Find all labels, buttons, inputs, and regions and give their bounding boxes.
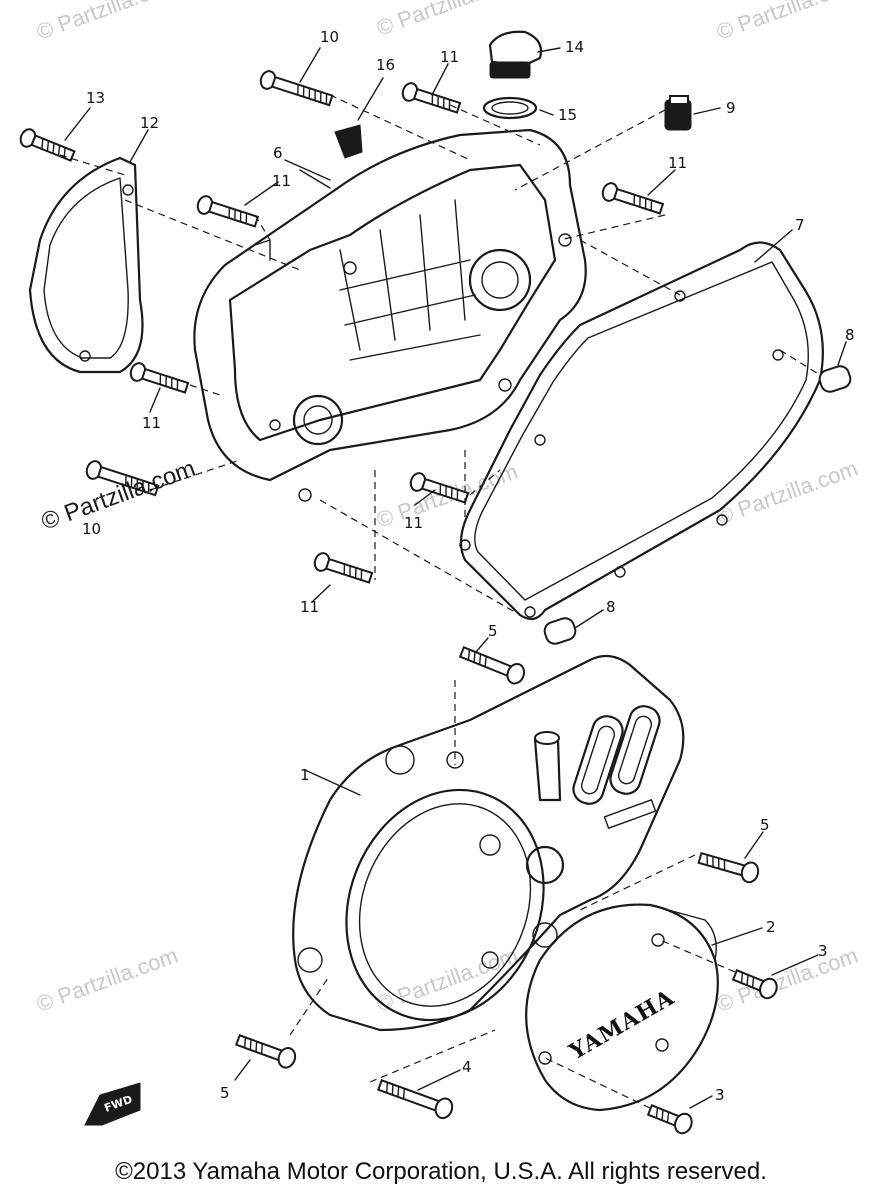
callout-label: 5: [488, 622, 498, 640]
callout-label: 11: [440, 48, 459, 66]
watermark-dark: © Partzilla.com: [38, 455, 199, 536]
callout-labels: 10 16 11 14 15 9 13 12 6 11 11 7 8 11 10…: [82, 28, 855, 1104]
part-5-bolt[interactable]: [235, 1031, 298, 1070]
part-4-bolt[interactable]: [377, 1076, 455, 1121]
callout-label: 16: [376, 56, 395, 74]
part-13-bolt[interactable]: [18, 127, 76, 164]
callout-label: 6: [273, 144, 283, 162]
part-3-bolt[interactable]: [731, 966, 779, 1001]
callout-label: 12: [140, 114, 159, 132]
part-2-generator-cover[interactable]: YAMAHA: [525, 903, 719, 1112]
watermark: © Partzilla.com: [33, 0, 181, 45]
callout-label: 5: [220, 1084, 230, 1102]
part-11-bolt[interactable]: [313, 551, 374, 586]
part-14-filler-cap[interactable]: [488, 30, 543, 79]
callout-label: 8: [845, 326, 855, 344]
callout-label: 8: [606, 598, 616, 616]
part-11-bolt[interactable]: [409, 471, 470, 506]
leader-lines: [64, 47, 847, 1109]
callout-label: 11: [668, 154, 687, 172]
part-11-bolt[interactable]: [401, 81, 462, 116]
callout-label: 15: [558, 106, 577, 124]
callout-label: 11: [142, 414, 161, 432]
callout-label: 4: [462, 1058, 472, 1076]
part-10-bolt[interactable]: [85, 459, 160, 499]
part-11-bolt[interactable]: [129, 361, 190, 396]
watermark: © Partzilla.com: [373, 0, 521, 41]
part-10-bolt[interactable]: [259, 69, 334, 109]
callout-label: 11: [404, 514, 423, 532]
watermark: © Partzilla.com: [713, 456, 861, 530]
alignment-lines-upper: [59, 94, 821, 616]
part-5-bolt[interactable]: [458, 643, 527, 686]
part-11-bolt[interactable]: [196, 194, 260, 230]
part-8-dowel-pin[interactable]: [542, 616, 577, 646]
part-9-plug[interactable]: [664, 95, 692, 131]
fwd-arrow-icon: FWD: [84, 1082, 141, 1126]
callout-label: 9: [726, 99, 736, 117]
callout-label: 7: [795, 216, 805, 234]
part-15-o-ring[interactable]: [482, 96, 538, 120]
callout-label: 10: [320, 28, 339, 46]
part-16-clip[interactable]: [334, 124, 363, 159]
part-6-crankcase-cover[interactable]: [193, 128, 587, 502]
callout-label: 10: [82, 520, 101, 538]
part-1-outer-cover[interactable]: [292, 654, 685, 1050]
part-12-cover-plate[interactable]: [28, 156, 144, 374]
part-11-bolt[interactable]: [601, 181, 665, 217]
callout-label: 11: [300, 598, 319, 616]
callout-label: 3: [818, 942, 828, 960]
part-7-gasket[interactable]: [459, 241, 824, 621]
callout-label: 1: [300, 766, 310, 784]
callout-label: 5: [760, 816, 770, 834]
watermark: © Partzilla.com: [713, 0, 861, 45]
part-5-bolt[interactable]: [697, 848, 760, 884]
yamaha-badge: YAMAHA: [564, 984, 679, 1065]
alignment-lines-lower: [289, 680, 736, 1109]
part-8-dowel-pin[interactable]: [817, 364, 852, 394]
part-3-bolt[interactable]: [646, 1101, 694, 1136]
callout-label: 3: [715, 1086, 725, 1104]
callout-label: 2: [766, 918, 776, 936]
watermark: © Partzilla.com: [33, 943, 181, 1017]
callout-label: 11: [272, 172, 291, 190]
callout-label: 14: [565, 38, 584, 56]
callout-label: 13: [86, 89, 105, 107]
copyright-notice: ©2013 Yamaha Motor Corporation, U.S.A. A…: [115, 1158, 767, 1185]
